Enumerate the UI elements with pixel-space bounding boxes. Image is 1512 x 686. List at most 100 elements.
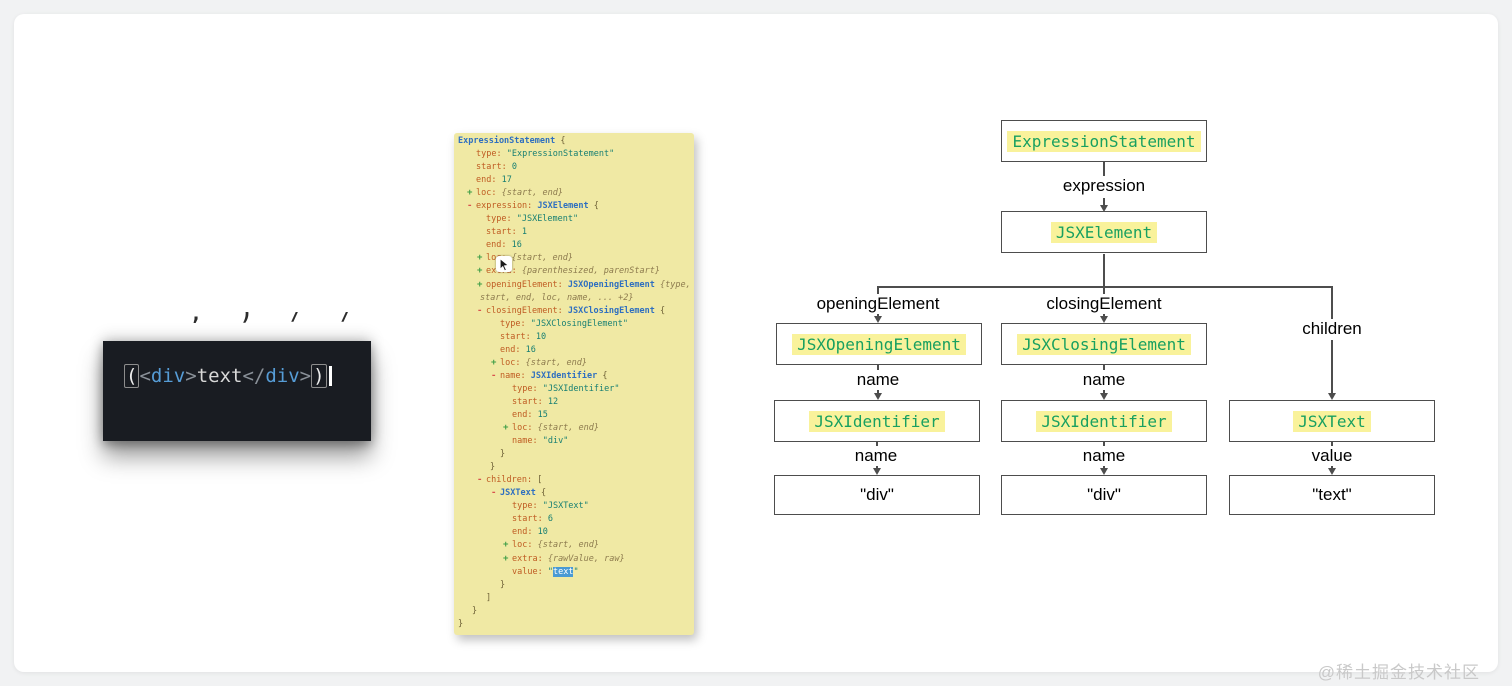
ast-token: 16	[525, 344, 536, 355]
tree-node-label: ExpressionStatement	[1007, 130, 1201, 152]
edge-label-name: name	[1078, 446, 1130, 466]
expand-toggle[interactable]: +	[503, 540, 509, 551]
ast-token: JSXOpeningElement	[567, 279, 655, 290]
collapse-toggle[interactable]: -	[491, 370, 497, 381]
ast-token: "	[573, 566, 579, 577]
code-token: div	[265, 365, 300, 387]
ast-token: }	[458, 618, 464, 629]
tree-node-label: JSXClosingElement	[1017, 333, 1191, 355]
ast-line: }	[454, 619, 694, 632]
ast-token: 6	[547, 514, 553, 525]
code-token: )	[311, 364, 327, 388]
ast-token: openingElement:	[486, 279, 568, 290]
ast-line: start: 0	[454, 162, 694, 175]
arrowhead-icon	[1100, 393, 1108, 400]
expand-toggle[interactable]: +	[477, 266, 483, 277]
ast-token: type:	[512, 383, 543, 394]
tree-branch-line	[877, 286, 1333, 288]
ast-token: end:	[512, 409, 538, 420]
ast-token: closingElement:	[486, 305, 568, 316]
tree-node-label: JSXText	[1293, 410, 1371, 432]
tree-leaf-label: "div"	[1087, 485, 1121, 504]
ast-token: loc:	[476, 188, 502, 199]
ast-token: {type,	[654, 279, 691, 290]
expand-toggle[interactable]: +	[503, 553, 509, 564]
tree-edge-line	[1103, 162, 1105, 176]
collapse-toggle[interactable]: -	[467, 201, 473, 212]
tree-leaf-text-value: "text"	[1229, 475, 1435, 515]
tree-node-jsx-closing-element: JSXClosingElement	[1001, 323, 1207, 365]
ast-token: ExpressionStatement	[458, 136, 556, 146]
ast-line: +loc: {start, end}	[454, 358, 694, 371]
ast-token: end:	[476, 175, 502, 186]
edge-label-name: name	[852, 370, 904, 390]
edge-label-expression: expression	[1058, 176, 1150, 196]
ast-token: }	[500, 449, 506, 460]
tree-leaf-label: "text"	[1312, 485, 1352, 504]
tree-node-label: JSXIdentifier	[809, 410, 945, 432]
tree-edge-line	[877, 390, 879, 394]
ast-token: start:	[512, 514, 548, 525]
tree-node-jsx-element: JSXElement	[1001, 211, 1207, 253]
ast-token: text	[552, 566, 574, 577]
ast-token: 0	[511, 162, 517, 173]
ast-line: }	[454, 449, 694, 462]
ast-token: 15	[537, 409, 548, 420]
ast-token: }	[472, 605, 478, 616]
ast-token: value:	[512, 566, 548, 577]
ast-line: +openingElement: JSXOpeningElement {type…	[454, 280, 694, 293]
tree-edge-line	[1103, 442, 1105, 447]
ast-token: extra:	[512, 553, 548, 564]
collapse-toggle[interactable]: -	[477, 305, 483, 316]
ast-token: {rawValue, raw}	[547, 553, 625, 564]
ast-token: JSXText	[500, 488, 536, 499]
tree-leaf-div-left: "div"	[774, 475, 980, 515]
ast-line: +loc: {start, end}	[454, 253, 694, 266]
ast-token: name:	[500, 370, 531, 381]
ast-line: end: 16	[454, 345, 694, 358]
code-token: <	[139, 365, 151, 387]
ast-token: "div"	[542, 436, 569, 447]
arrowhead-icon	[873, 468, 881, 475]
ast-token: {start, end}	[501, 188, 564, 199]
ast-line: +loc: {start, end}	[454, 540, 694, 553]
ast-token: name:	[512, 436, 543, 447]
arrowhead-icon	[874, 316, 882, 323]
watermark: @稀土掘金技术社区	[1317, 663, 1480, 682]
ast-line: start: 10	[454, 332, 694, 345]
expand-toggle[interactable]: +	[503, 423, 509, 434]
expand-toggle[interactable]: +	[467, 188, 473, 199]
code-token: div	[150, 365, 186, 387]
ast-token: "JSXIdentifier"	[542, 383, 620, 394]
ast-line: +loc: {start, end}	[454, 188, 694, 201]
edge-label-opening-element: openingElement	[812, 294, 944, 314]
ast-line: }	[454, 580, 694, 593]
expand-toggle[interactable]: +	[477, 253, 483, 264]
tree-node-jsx-text: JSXText	[1229, 400, 1435, 442]
edge-label-closing-element: closingElement	[1042, 294, 1166, 314]
ast-token: {	[654, 305, 666, 316]
ast-token: 17	[501, 175, 512, 186]
expand-toggle[interactable]: +	[477, 279, 483, 290]
clipped-code-text: , ) / /	[190, 312, 366, 325]
collapse-toggle[interactable]: -	[477, 475, 483, 486]
ast-token: loc:	[500, 357, 526, 368]
expand-toggle[interactable]: +	[491, 357, 497, 368]
ast-token: children:	[486, 475, 538, 486]
ast-line: }	[454, 462, 694, 475]
clipped-code-fragment: , ) / /	[190, 312, 400, 326]
ast-token: }	[500, 579, 506, 590]
tree-leaf-div-mid: "div"	[1001, 475, 1207, 515]
ast-token: JSXClosingElement	[567, 305, 655, 316]
ast-token: loc:	[512, 423, 538, 434]
ast-token: JSXElement	[537, 201, 589, 212]
arrowhead-icon	[1100, 468, 1108, 475]
tree-edge-line	[1331, 442, 1333, 447]
collapse-toggle[interactable]: -	[491, 488, 497, 499]
ast-token: type:	[500, 318, 531, 329]
ast-token: JSXIdentifier	[530, 370, 598, 381]
code-token: (	[124, 364, 140, 388]
tree-edge-line	[1103, 365, 1105, 371]
code-token: </	[242, 365, 266, 387]
tree-edge-line	[1103, 466, 1105, 469]
